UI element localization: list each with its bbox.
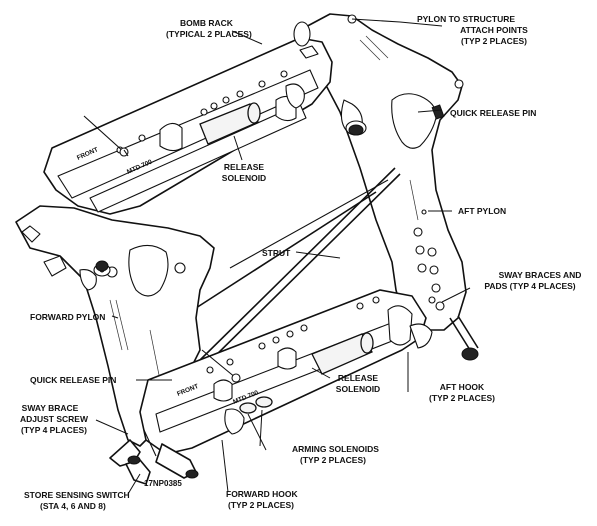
sway-brace-pads-upper [299, 45, 364, 136]
label-forward-hook-line2: (TYP 2 PLACES) [228, 500, 294, 510]
leader-lines [95, 18, 471, 495]
label-pylon-attach-line3: (TYP 2 PLACES) [461, 36, 527, 46]
label-store-sensing-switch: STORE SENSING SWITCH (STA 4, 6 AND 8) [24, 490, 130, 511]
label-sway-brace-adjust-line3: (TYP 4 PLACES) [21, 425, 87, 435]
label-sway-braces-pads: SWAY BRACES AND PADS (TYP 4 PLACES) [484, 270, 581, 291]
label-sway-brace-adjust: SWAY BRACE ADJUST SCREW (TYP 4 PLACES) [20, 403, 89, 435]
label-pylon-attach: PYLON TO STRUCTURE ATTACH POINTS (TYP 2 … [417, 14, 528, 46]
label-arming-solenoids: ARMING SOLENOIDS (TYP 2 PLACES) [292, 444, 379, 465]
label-forward-pylon: FORWARD PYLON [30, 312, 105, 322]
label-aft-pylon-line1: AFT PYLON [458, 206, 506, 216]
label-arming-solenoids-line2: (TYP 2 PLACES) [300, 455, 366, 465]
label-aft-hook-line2: (TYP 2 PLACES) [429, 393, 495, 403]
label-bomb-rack: BOMB RACK (TYPICAL 2 PLACES) [166, 18, 252, 39]
aft-pylon [299, 13, 467, 331]
label-release-solenoid-top: RELEASE SOLENOID [222, 162, 266, 183]
arming-solenoids-lower [239, 396, 273, 414]
label-bomb-rack-line1: BOMB RACK [180, 18, 234, 28]
lower-release-solenoid [311, 332, 374, 375]
label-aft-hook: AFT HOOK (TYP 2 PLACES) [429, 382, 495, 403]
label-quick-release-pin-top: QUICK RELEASE PIN [450, 108, 536, 118]
label-forward-pylon-line1: FORWARD PYLON [30, 312, 105, 322]
label-quick-release-pin-bottom: QUICK RELEASE PIN [30, 375, 116, 385]
label-strut-line1: STRUT [262, 248, 291, 258]
label-quick-release-pin-bottom-line1: QUICK RELEASE PIN [30, 375, 116, 385]
figure-code: 17NP0385 [144, 479, 182, 488]
label-store-sensing-switch-line2: (STA 4, 6 AND 8) [40, 501, 106, 511]
sway-brace-pads-forward [21, 225, 109, 277]
label-sway-braces-pads-line2: PADS (TYP 4 PLACES) [484, 281, 575, 291]
upper-release-solenoid [199, 102, 261, 145]
label-bomb-rack-line2: (TYPICAL 2 PLACES) [166, 29, 252, 39]
label-release-solenoid-bottom-line1: RELEASE [338, 373, 378, 383]
label-sway-braces-pads-line1: SWAY BRACES AND [499, 270, 582, 280]
aft-hook-assembly [387, 296, 479, 361]
label-store-sensing-switch-line1: STORE SENSING SWITCH [24, 490, 130, 500]
label-pylon-attach-line2: ATTACH POINTS [460, 25, 528, 35]
label-pylon-attach-line1: PYLON TO STRUCTURE [417, 14, 515, 24]
label-aft-pylon: AFT PYLON [458, 206, 506, 216]
label-quick-release-pin-top-line1: QUICK RELEASE PIN [450, 108, 536, 118]
label-release-solenoid-bottom-line2: SOLENOID [336, 384, 380, 394]
label-forward-hook: FORWARD HOOK (TYP 2 PLACES) [226, 489, 298, 510]
struts [195, 167, 401, 367]
label-aft-hook-line1: AFT HOOK [440, 382, 485, 392]
sway-brace-pads-left [109, 429, 199, 485]
label-sway-brace-adjust-line1: SWAY BRACE [22, 403, 79, 413]
label-forward-hook-line1: FORWARD HOOK [226, 489, 298, 499]
label-release-solenoid-bottom: RELEASE SOLENOID [336, 373, 380, 394]
label-arming-solenoids-line1: ARMING SOLENOIDS [292, 444, 379, 454]
label-release-solenoid-top-line2: SOLENOID [222, 173, 266, 183]
label-strut: STRUT [262, 248, 291, 258]
upper-bomb-rack: FRONT MTD 700 [43, 21, 367, 215]
label-release-solenoid-top-line1: RELEASE [224, 162, 264, 172]
label-sway-brace-adjust-line2: ADJUST SCREW [20, 414, 89, 424]
